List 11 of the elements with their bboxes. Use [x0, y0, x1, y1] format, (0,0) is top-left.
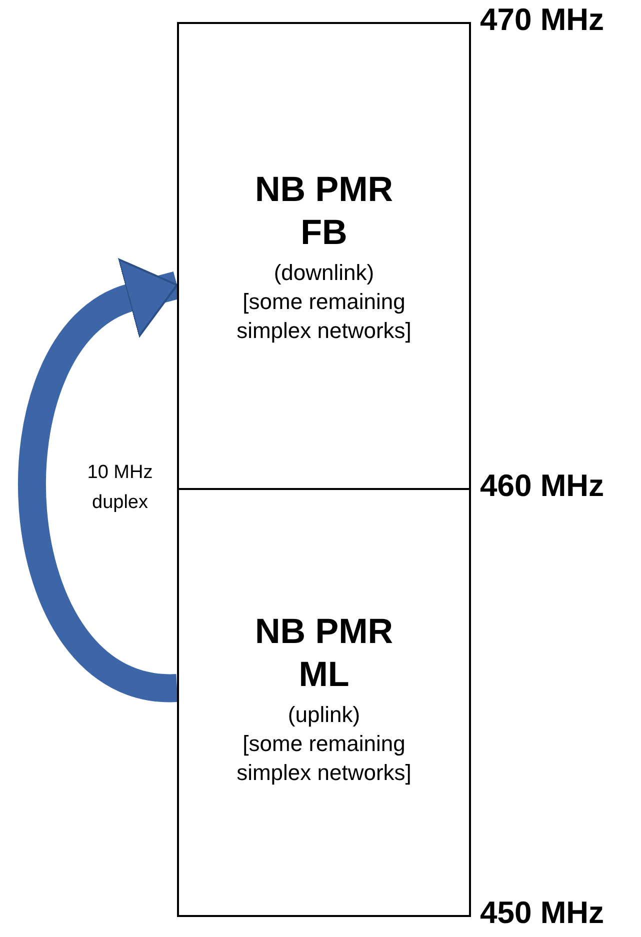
frequency-label: 470 MHz: [480, 2, 604, 38]
frequency-label: 450 MHz: [480, 895, 604, 931]
band-box: [177, 488, 471, 917]
band-box: [177, 22, 471, 490]
link-direction: (uplink): [288, 701, 360, 729]
band-title: NB PMR FB: [254, 168, 394, 254]
band-note: [some remaining simplex networks]: [236, 288, 412, 344]
band-note: [some remaining simplex networks]: [236, 730, 412, 787]
frequency-label: 460 MHz: [480, 468, 604, 504]
band-title: NB PMR ML: [254, 611, 394, 696]
link-direction: (downlink): [274, 258, 374, 286]
